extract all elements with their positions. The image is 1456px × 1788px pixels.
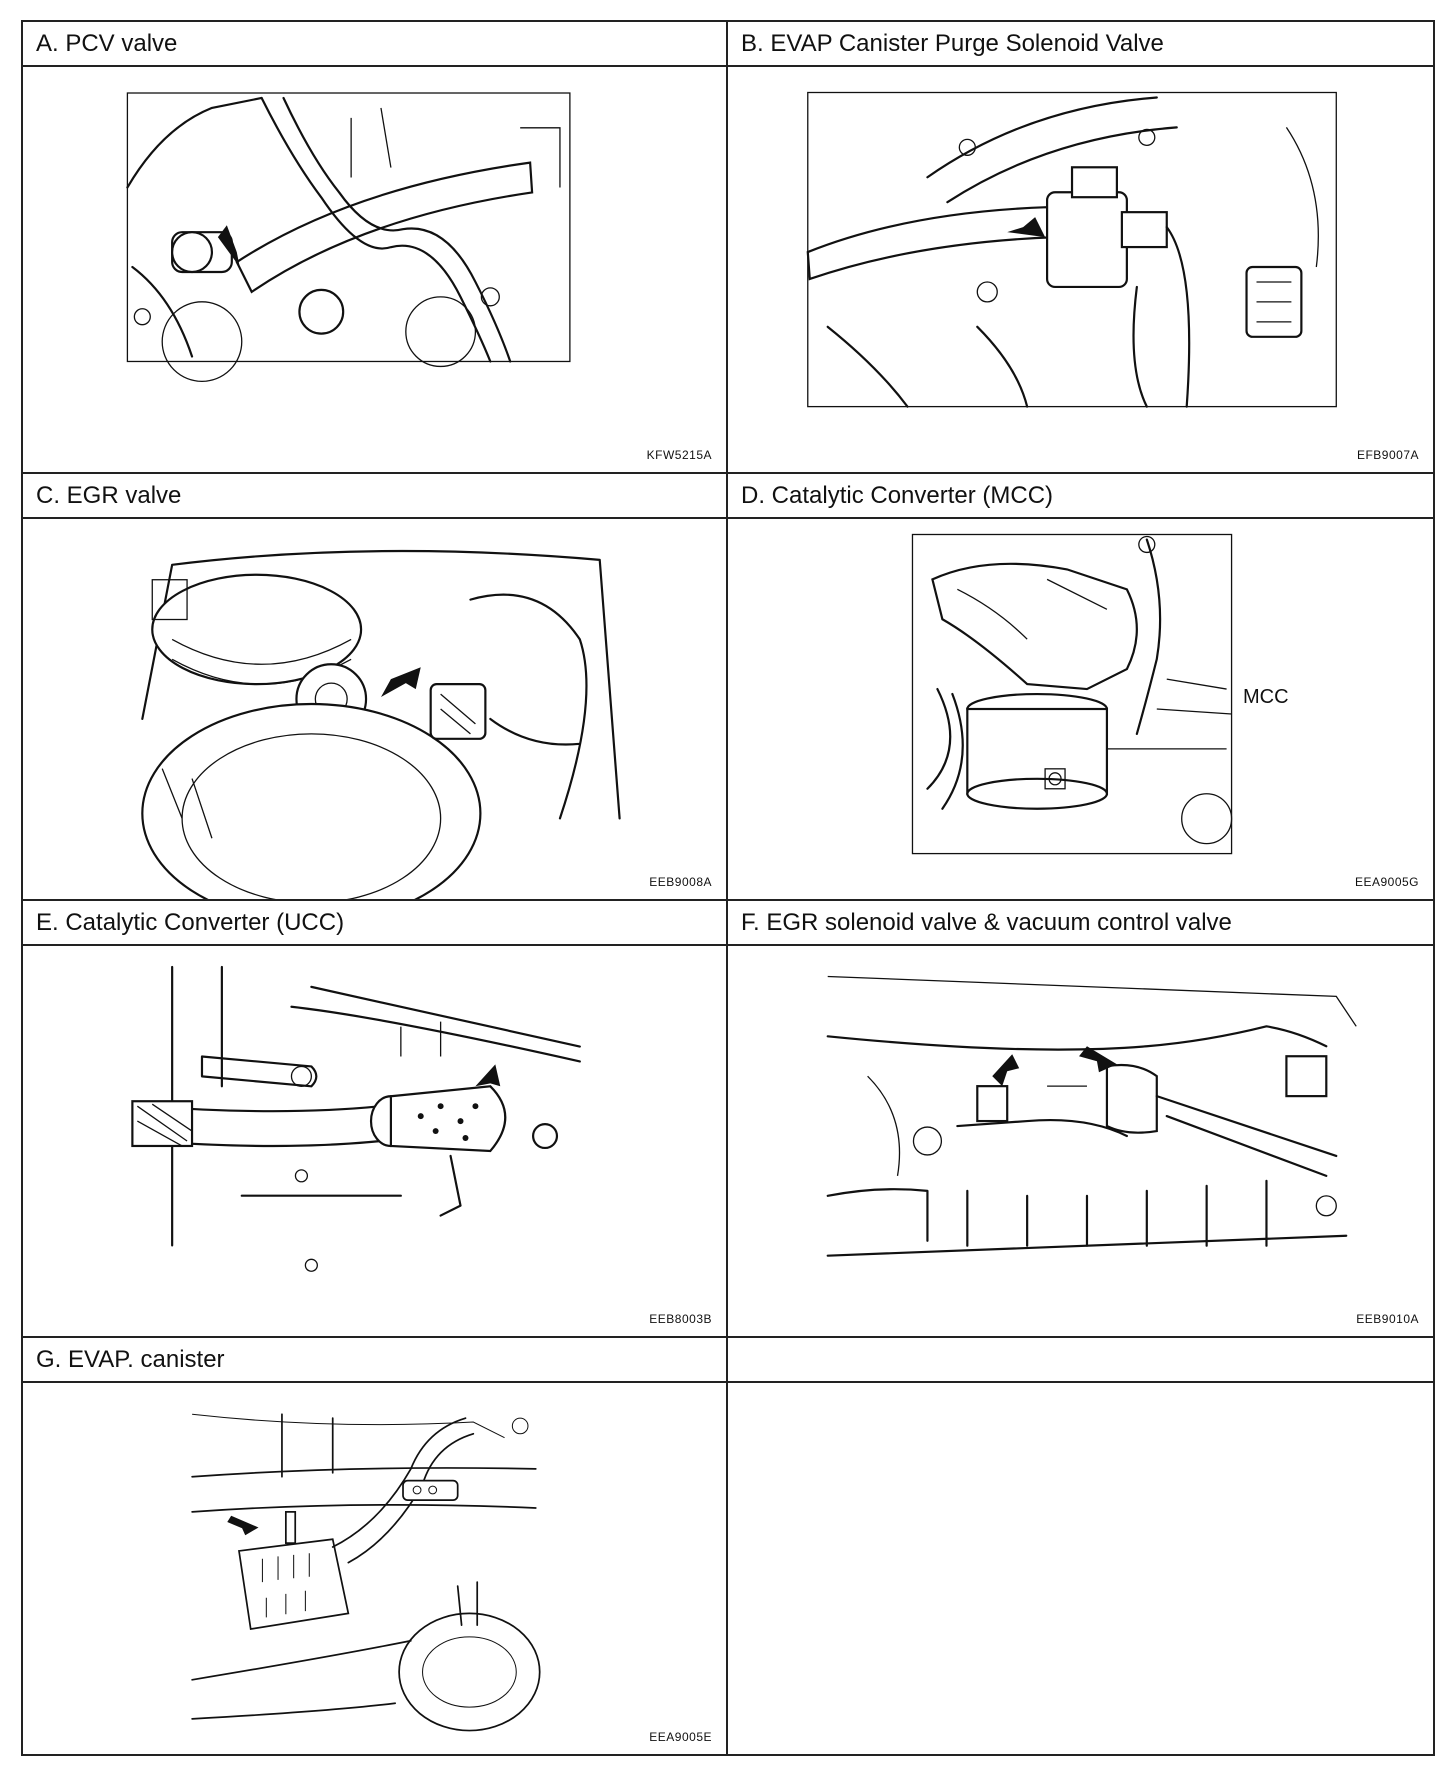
figure-empty (728, 1383, 1433, 1754)
figure-catalytic-converter-mcc: MCC EEA9005G (728, 519, 1433, 899)
panel-d: D. Catalytic Converter (MCC) MCC EEA9005… (728, 474, 1433, 901)
panel-heading: D. Catalytic Converter (MCC) (728, 474, 1433, 519)
figure-code: EEB9008A (649, 875, 712, 889)
panel-heading (728, 1338, 1433, 1383)
egr-valve-illustration (141, 549, 621, 899)
figure-code: EEB9010A (1356, 1312, 1419, 1326)
figure-pcv-valve: KFW5215A (23, 67, 726, 472)
figure-evap-canister: EEA9005E (23, 1383, 726, 1754)
egr-solenoid-illustration (826, 975, 1357, 1257)
figure-egr-valve: EEB9008A (23, 519, 726, 899)
figure-egr-solenoid-vacuum-valve: EEB9010A (728, 946, 1433, 1336)
panel-heading: E. Catalytic Converter (UCC) (23, 901, 726, 946)
panel-empty (728, 1338, 1433, 1754)
figure-code: EEA9005G (1354, 875, 1419, 889)
figure-catalytic-converter-ucc: EEB8003B (23, 946, 726, 1336)
evap-canister-illustration (191, 1413, 541, 1732)
pcv-valve-illustration (126, 92, 571, 383)
panel-a: A. PCV valve KFW5215A (23, 22, 728, 474)
panel-heading: F. EGR solenoid valve & vacuum control v… (728, 901, 1433, 946)
panel-f: F. EGR solenoid valve & vacuum control v… (728, 901, 1433, 1338)
figure-evap-purge-solenoid: EFB9007A (728, 67, 1433, 472)
panel-heading: G. EVAP. canister (23, 1338, 726, 1383)
panel-heading: B. EVAP Canister Purge Solenoid Valve (728, 22, 1433, 67)
figure-code: EFB9007A (1356, 448, 1419, 462)
figure-code: KFW5215A (646, 448, 712, 462)
panel-heading: C. EGR valve (23, 474, 726, 519)
ucc-illustration (131, 965, 581, 1272)
panel-e: E. Catalytic Converter (UCC) (23, 901, 728, 1338)
purge-solenoid-illustration (806, 91, 1337, 408)
figure-code: EEA9005E (649, 1730, 712, 1744)
figure-code: EEB8003B (649, 1312, 712, 1326)
diagram-sheet: A. PCV valve KFW5215A B. EVAP (21, 20, 1435, 1756)
panel-b: B. EVAP Canister Purge Solenoid Valve EF (728, 22, 1433, 474)
panel-c: C. EGR valve EEB9008A (23, 474, 728, 901)
mcc-callout-label: MCC (1243, 686, 1289, 708)
mcc-illustration (911, 533, 1233, 855)
panel-heading: A. PCV valve (23, 22, 726, 67)
panel-g: G. EVAP. canister EEA9005E (23, 1338, 728, 1754)
